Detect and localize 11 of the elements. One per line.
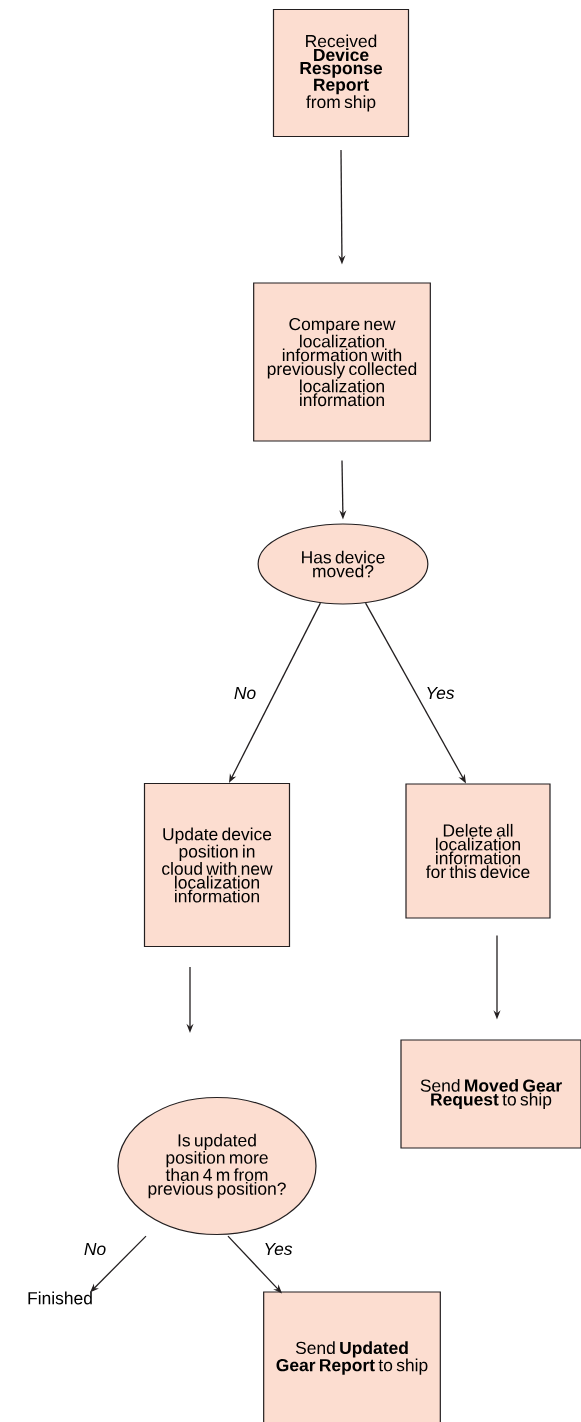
- edge-label: No: [82, 1241, 108, 1257]
- process-box: Delete all localization information for this device: [405, 783, 551, 919]
- edge-label: No: [232, 685, 258, 701]
- edge-label: Yes: [424, 685, 456, 701]
- process-box: Received Device Response Report from ship: [272, 8, 410, 138]
- process-box: Update device position in cloud with new localization information: [143, 782, 291, 948]
- process-box: Send Updated Gear Report to ship: [263, 1291, 441, 1422]
- edge-label: Yes: [262, 1241, 294, 1257]
- process-box: Send Moved Gear Request to ship: [400, 1039, 581, 1149]
- process-box: Compare new localization information with previously collected localization information: [253, 282, 431, 442]
- end-text: Finished: [28, 1291, 92, 1305]
